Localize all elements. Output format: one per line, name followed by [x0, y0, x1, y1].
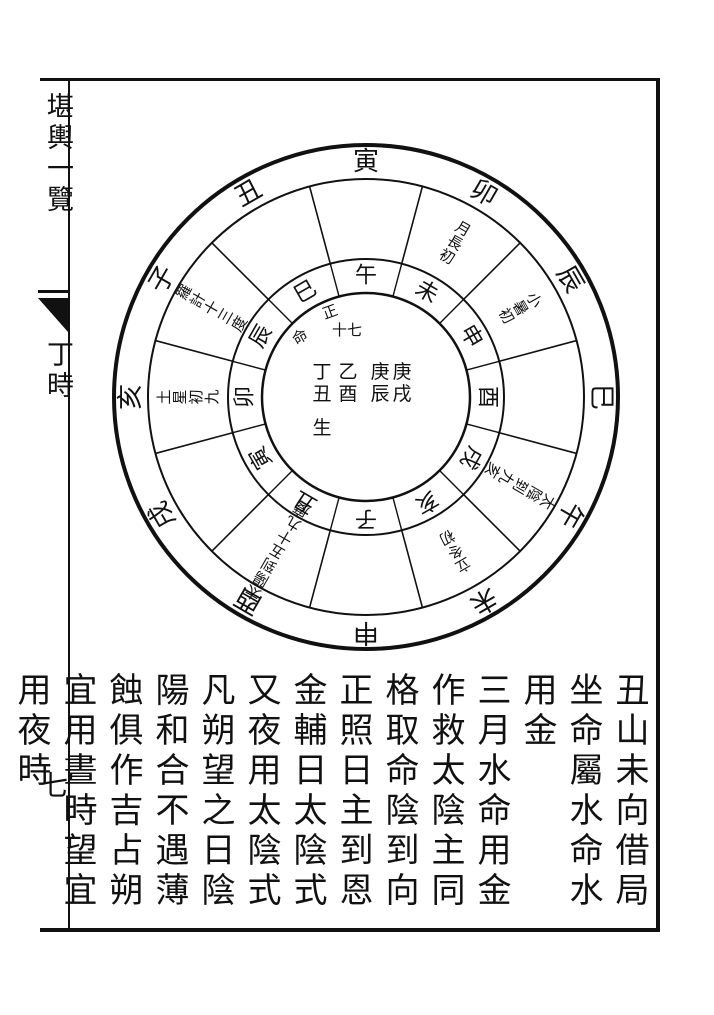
text-column: 宜用晝時望宜 [57, 672, 97, 912]
center-extra-label: 十七 [332, 321, 362, 339]
text-column: 格取命陰到向 [379, 672, 419, 912]
fishtail-line [38, 290, 68, 293]
center-pillar-char: 戌 [392, 383, 411, 405]
wheel-spoke-inner [267, 298, 293, 324]
margin-book-title: 堪輿一覽 [42, 92, 73, 216]
wheel-spoke-inner [232, 360, 266, 371]
fishtail-mark-icon [38, 298, 68, 332]
center-pillar-char: 酉 [338, 383, 357, 405]
text-column: 丑山未向借局 [609, 672, 649, 912]
inner-branch-label: 未 [411, 276, 443, 309]
inner-branch-label: 辰 [245, 321, 278, 353]
text-column: 蝕俱作吉占朔 [103, 672, 143, 912]
wheel-spoke-inner [329, 263, 340, 297]
wheel-spoke-middle [463, 242, 521, 300]
inner-branch-label: 午 [355, 264, 377, 289]
center-note-label: 生 [312, 417, 331, 439]
wheel-spoke-middle [211, 494, 269, 552]
text-column: 正照日主到恩 [333, 672, 373, 912]
outer-branch-label: 申 [353, 617, 379, 647]
note-mao: 月長初 [436, 217, 474, 268]
center-pillar-char: 庚 [370, 361, 389, 383]
wheel-spoke-middle [211, 242, 269, 300]
wheel-spoke-middle [308, 186, 332, 264]
inner-branch-label: 寅 [245, 442, 278, 474]
outer-branch-label: 巳 [586, 384, 616, 410]
outer-branch-label: 寅 [353, 147, 379, 177]
wheel-spoke-middle [155, 431, 233, 455]
wheel-spoke-inner [232, 423, 266, 434]
middle-note-char: 初 [187, 389, 205, 404]
wheel-spoke-inner [439, 298, 465, 324]
wheel-spoke-middle [499, 339, 577, 363]
commentary-text-block: 丑山未向借局坐命屬水命水用金三月水命用金作救太陰主同格取命陰到向正照日主到恩金輔… [11, 672, 652, 922]
inner-branch-label: 卯 [233, 386, 258, 408]
text-column: 又夜用太陰式 [241, 672, 281, 912]
wheel-spoke-inner [439, 470, 465, 496]
frame-left-border [68, 78, 70, 932]
outer-branch-label: 亥 [116, 384, 146, 410]
text-column: 三月水命用金 [471, 672, 511, 912]
inner-branch-label: 亥 [411, 485, 443, 518]
text-column: 陽和合不遇薄 [149, 672, 189, 912]
middle-note-char: 土 [155, 389, 173, 404]
wheel-spoke-middle [308, 530, 332, 608]
wheel-spoke-inner [466, 360, 500, 371]
inner-branch-label: 巳 [290, 276, 322, 309]
frame-top-border [40, 78, 660, 81]
wheel-ring-1 [112, 143, 620, 651]
note-chen: 小暑初 [495, 289, 546, 327]
text-column: 作救太陰主同 [425, 672, 465, 912]
wheel-spoke-middle [400, 186, 424, 264]
wheel-spoke-middle [463, 494, 521, 552]
middle-note-char: 星 [171, 389, 189, 404]
center-pillar-char: 丑 [312, 383, 331, 405]
margin-page-number: 七 [40, 769, 69, 802]
center-pillar-char: 乙 [338, 361, 357, 383]
text-column: 用夜時 [11, 672, 51, 792]
wheel-ring-2 [147, 178, 585, 616]
center-pillar-char: 丁 [312, 361, 331, 383]
frame-right-border [656, 78, 660, 932]
inner-branch-label: 戌 [454, 442, 487, 474]
wheel-spoke-inner [392, 497, 403, 531]
center-pillar-char: 辰 [370, 383, 389, 405]
note-wei: 立冬初 [436, 526, 474, 577]
inner-branch-label: 酉 [475, 386, 500, 408]
wheel-spoke-middle [499, 431, 577, 455]
wheel-ring-4 [260, 291, 472, 503]
center-ming-label: 命 [289, 325, 311, 348]
wheel-spoke-inner [267, 470, 293, 496]
wheel-spoke-middle [155, 339, 233, 363]
wheel-spoke-inner [466, 423, 500, 434]
inner-branch-label: 申 [454, 321, 487, 353]
margin-section-label: 丁時 [42, 340, 73, 402]
inner-branch-label: 子 [355, 506, 377, 531]
wheel-spoke-middle [400, 530, 424, 608]
text-column: 坐命屬水命水用金 [517, 672, 603, 912]
frame-bottom-border [40, 928, 660, 932]
text-column: 金輔日太陰式 [287, 672, 327, 912]
wheel-spoke-inner [392, 263, 403, 297]
wheel-spoke-inner [329, 497, 340, 531]
text-column: 凡朔望之日陰 [195, 672, 235, 912]
center-zheng-label: 正 [320, 301, 340, 323]
middle-note-char: 九 [203, 389, 221, 404]
center-pillar-char: 庚 [392, 361, 411, 383]
wheel-ring-3 [227, 258, 505, 536]
